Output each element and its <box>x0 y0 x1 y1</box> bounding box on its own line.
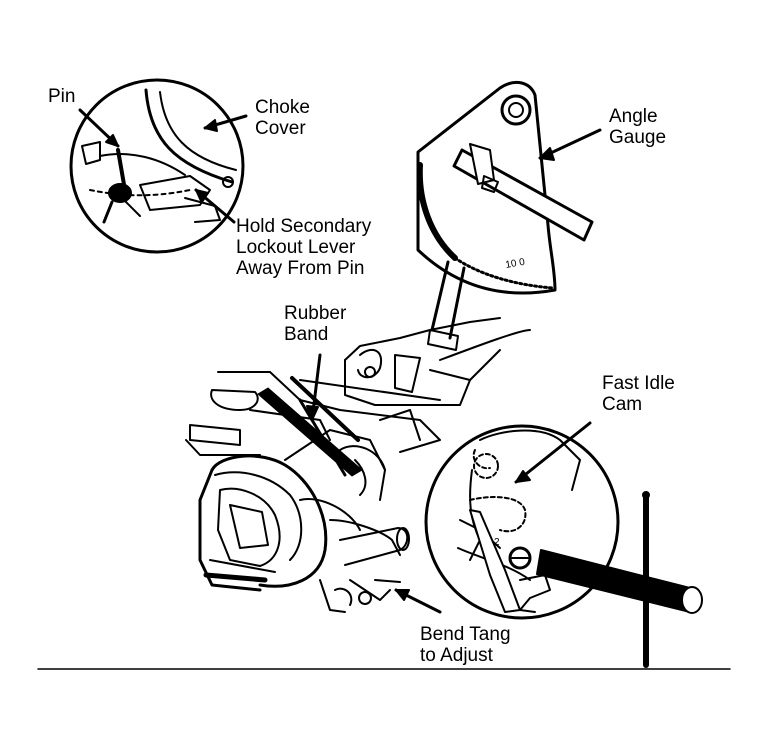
label-bend-tang-line2: to Adjust <box>420 645 493 666</box>
label-angle-gauge-line1: Angle <box>609 106 658 127</box>
cam-step-marking: 2 <box>494 537 500 548</box>
label-fast-idle-cam: Fast Idle Cam <box>602 373 675 415</box>
label-pin-text: Pin <box>48 86 76 107</box>
label-rubber-band-line2: Band <box>284 324 329 345</box>
label-hold-secondary-line1: Hold Secondary <box>236 216 372 237</box>
gauge-scale-marking: 10 0 <box>505 257 527 271</box>
choke-detail-inset <box>69 78 248 254</box>
label-choke-cover-line1: Choke <box>255 97 310 118</box>
label-bend-tang: Bend Tang to Adjust <box>420 624 511 666</box>
label-hold-secondary-line3: Away From Pin <box>236 258 365 279</box>
label-angle-gauge-line2: Gauge <box>609 127 667 148</box>
label-pin: Pin <box>48 86 75 107</box>
label-rubber-band: Rubber Band <box>284 303 346 345</box>
fast-idle-detail-inset: 2 <box>424 421 620 620</box>
label-rubber-band-line1: Rubber <box>284 303 347 324</box>
angle-gauge-drawing: 10 0 <box>416 80 602 351</box>
label-fast-idle-cam-line2: Cam <box>602 394 643 415</box>
label-angle-gauge: Angle Gauge <box>609 106 666 148</box>
label-bend-tang-line1: Bend Tang <box>420 624 511 645</box>
carburetor-body <box>185 317 531 614</box>
label-hold-secondary-line2: Lockout Lever <box>236 237 356 258</box>
label-fast-idle-cam-line1: Fast Idle <box>602 373 675 394</box>
label-choke-cover: Choke Cover <box>255 97 310 139</box>
label-choke-cover-line2: Cover <box>255 118 306 139</box>
drill-gauge-rod <box>536 491 703 668</box>
label-hold-secondary: Hold Secondary Lockout Lever Away From P… <box>236 216 371 279</box>
